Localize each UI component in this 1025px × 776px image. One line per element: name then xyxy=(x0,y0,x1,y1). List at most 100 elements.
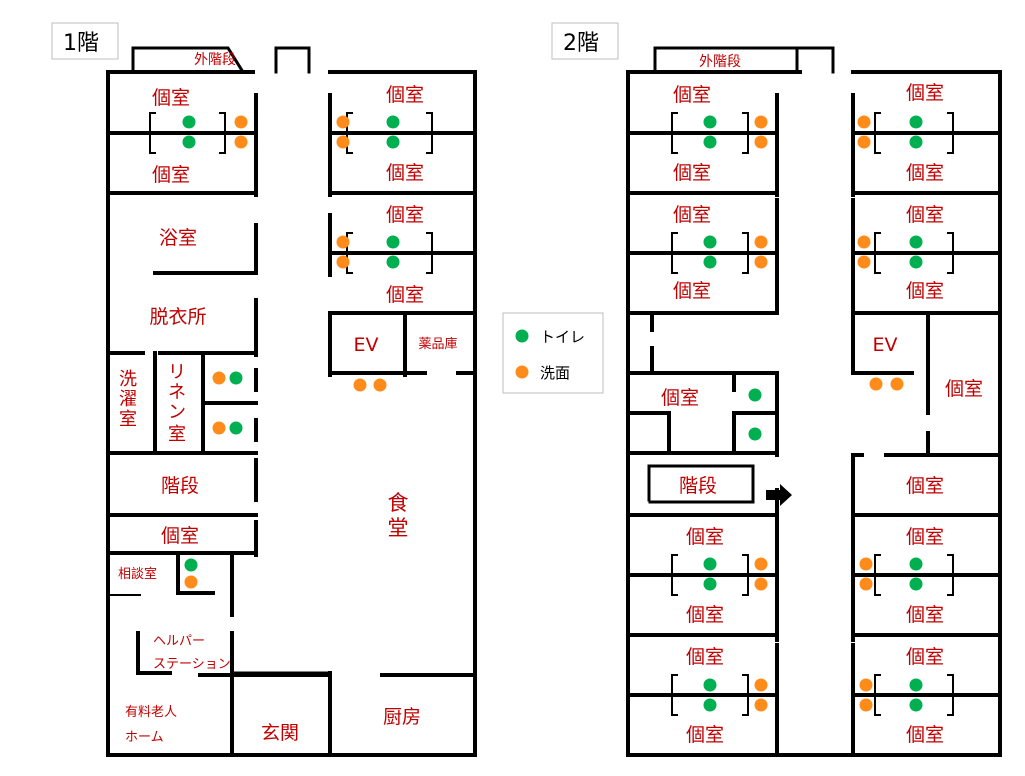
private-room-label: 個室 xyxy=(686,526,724,548)
washbasin-marker xyxy=(184,575,198,589)
washbasin-marker xyxy=(754,557,768,571)
private-room-label: 個室 xyxy=(673,204,711,226)
nursing-home-label-line2: ホーム xyxy=(125,730,164,745)
floor-2-label-box xyxy=(551,22,619,60)
svg-text:洗: 洗 xyxy=(119,369,137,390)
washbasin-marker xyxy=(754,135,768,149)
washbasin-marker xyxy=(857,235,871,249)
washbasin-marker xyxy=(234,135,248,149)
washbasin-marker xyxy=(859,557,873,571)
toilet-marker xyxy=(703,698,717,712)
private-room-label: 個室 xyxy=(906,475,944,497)
outdoor-stairs-label: 外階段 xyxy=(699,54,741,70)
toilet-marker xyxy=(909,255,923,269)
washbasin-marker xyxy=(857,115,871,129)
toilet-marker xyxy=(184,558,198,572)
private-room-label: 個室 xyxy=(906,724,944,746)
private-room-label: 個室 xyxy=(906,526,944,548)
private-room-label: 個室 xyxy=(152,87,190,109)
private-room-label: 個室 xyxy=(686,604,724,626)
svg-text:室: 室 xyxy=(168,424,186,445)
private-room-label: 個室 xyxy=(386,204,424,226)
private-room-label: 個室 xyxy=(386,284,424,306)
elevator-label: EV xyxy=(872,334,897,356)
private-room-label: 個室 xyxy=(906,204,944,226)
private-room-label: 個室 xyxy=(906,162,944,184)
dressing-room-label: 脱衣所 xyxy=(149,306,206,328)
arrow-right-icon xyxy=(766,484,792,506)
private-room-label: 個室 xyxy=(906,280,944,302)
toilet-marker xyxy=(229,421,243,435)
toilet-marker xyxy=(909,115,923,129)
private-room-label: 個室 xyxy=(152,164,190,186)
washbasin-marker xyxy=(857,255,871,269)
kitchen-label: 厨房 xyxy=(383,706,421,728)
washbasin-marker xyxy=(857,135,871,149)
toilet-marker xyxy=(909,577,923,591)
medicine-storage-label: 薬品庫 xyxy=(418,337,457,352)
floor-2-walls xyxy=(626,46,1002,757)
washbasin-marker xyxy=(859,577,873,591)
toilet-marker xyxy=(703,135,717,149)
toilet-marker xyxy=(909,135,923,149)
floor-1: 1階 xyxy=(51,22,477,757)
outdoor-stairs-label: 外階段 xyxy=(194,52,236,68)
private-room-label: 個室 xyxy=(945,378,983,400)
dining-room-label: 食 堂 xyxy=(388,491,409,540)
washbasin-marker xyxy=(754,698,768,712)
private-room-label: 個室 xyxy=(673,84,711,106)
washbasin-marker xyxy=(336,115,350,129)
washbasin-marker xyxy=(754,255,768,269)
helper-station-label-line2: ステーション xyxy=(153,657,231,672)
stairs-label: 階段 xyxy=(679,475,717,497)
svg-text:濯: 濯 xyxy=(119,389,137,410)
toilet-marker xyxy=(703,115,717,129)
toilet-marker xyxy=(386,255,400,269)
private-room-label: 個室 xyxy=(661,387,699,409)
legend: トイレ 洗面 xyxy=(502,312,604,394)
toilet-marker xyxy=(703,255,717,269)
floor-1-fixtures xyxy=(182,115,400,589)
washbasin-legend-label: 洗面 xyxy=(540,364,570,382)
private-room-label: 個室 xyxy=(906,646,944,668)
linen-room-label: リ ネ ン 室 xyxy=(168,362,186,445)
floor-1-label: 1階 xyxy=(63,31,99,56)
svg-text:堂: 堂 xyxy=(388,516,409,540)
toilet-marker xyxy=(748,388,762,402)
floor-2: 2階 xyxy=(551,22,1002,757)
svg-text:リ: リ xyxy=(168,362,186,383)
private-room-label: 個室 xyxy=(673,162,711,184)
helper-station-label-line1: ヘルパー xyxy=(153,634,205,649)
svg-text:ネ: ネ xyxy=(168,382,186,403)
washbasin-legend-marker xyxy=(515,365,529,379)
toilet-legend-marker xyxy=(515,329,529,343)
floor-1-label-box xyxy=(51,22,119,60)
stairs-label: 階段 xyxy=(161,475,199,497)
floor-1-room-labels: 外階段 個室 個室 浴室 脱衣所 洗 濯 室 リ ネ ン 室 階段 個室 相談室… xyxy=(118,52,458,745)
toilet-marker xyxy=(909,235,923,249)
floor-1-walls xyxy=(106,46,477,757)
bathroom-label: 浴室 xyxy=(159,227,197,249)
nursing-home-label-line1: 有料老人 xyxy=(125,705,177,720)
washbasin-marker xyxy=(890,377,904,391)
toilet-marker xyxy=(386,115,400,129)
toilet-marker xyxy=(182,135,196,149)
washbasin-marker xyxy=(234,115,248,129)
private-room-label: 個室 xyxy=(906,604,944,626)
washbasin-marker xyxy=(754,115,768,129)
toilet-marker xyxy=(909,557,923,571)
private-room-label: 個室 xyxy=(386,84,424,106)
svg-text:ン: ン xyxy=(168,402,186,423)
washbasin-marker xyxy=(212,421,226,435)
private-room-label: 個室 xyxy=(673,280,711,302)
legend-box xyxy=(502,312,604,394)
washbasin-marker xyxy=(869,377,883,391)
washbasin-marker xyxy=(212,371,226,385)
washbasin-marker xyxy=(373,378,387,392)
toilet-marker xyxy=(386,135,400,149)
washbasin-marker xyxy=(754,577,768,591)
floor-2-label: 2階 xyxy=(563,31,599,56)
washbasin-marker xyxy=(859,698,873,712)
private-room-label: 個室 xyxy=(161,525,199,547)
